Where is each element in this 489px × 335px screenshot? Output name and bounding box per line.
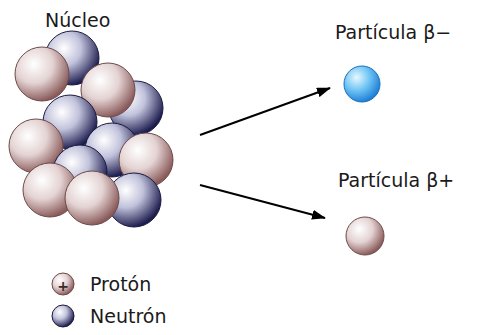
proton-sphere bbox=[65, 171, 119, 225]
legend-label: Neutrón bbox=[90, 304, 166, 328]
particle-group: Partícula β− bbox=[330, 18, 485, 106]
proton-sphere bbox=[15, 47, 69, 101]
node-label: Partícula β− bbox=[335, 20, 451, 44]
legend-entry: Protón bbox=[90, 272, 151, 296]
nucleus-cluster bbox=[9, 31, 173, 227]
emission-arrow bbox=[200, 88, 330, 135]
beta-plus-particle bbox=[346, 217, 384, 255]
proton-plus-sign: + bbox=[57, 278, 69, 294]
beta-minus-particle bbox=[344, 66, 380, 102]
node-label: Partícula β+ bbox=[338, 168, 454, 192]
node-label: Núcleo bbox=[45, 8, 110, 32]
neutron-legend-symbol bbox=[52, 305, 74, 327]
nucleus-group: Núcleo bbox=[10, 6, 200, 238]
proton-legend-symbol bbox=[52, 273, 74, 295]
legend-label: Protón bbox=[90, 272, 151, 296]
particle-group: Partícula β+ bbox=[325, 166, 487, 260]
emission-arrow bbox=[200, 185, 325, 218]
legend-entry: Neutrón bbox=[90, 304, 166, 328]
label-holder: + bbox=[57, 276, 69, 295]
